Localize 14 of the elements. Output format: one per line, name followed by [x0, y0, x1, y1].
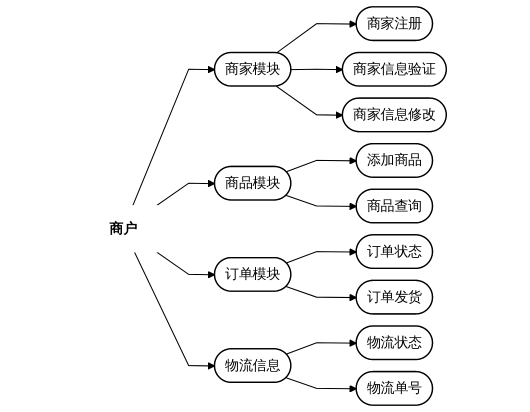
arrow [276, 20, 357, 54]
arrow [276, 86, 344, 119]
arrow [286, 377, 357, 392]
arrow [286, 248, 357, 264]
arrow [134, 252, 216, 370]
arrow [286, 286, 357, 302]
node-text: 商户 [110, 220, 138, 237]
arrow [286, 156, 357, 172]
arrow [156, 252, 216, 278]
arrow [286, 339, 357, 355]
arrow [132, 66, 216, 206]
arrow [291, 66, 344, 74]
arrow [156, 180, 216, 206]
arrow [286, 195, 357, 210]
